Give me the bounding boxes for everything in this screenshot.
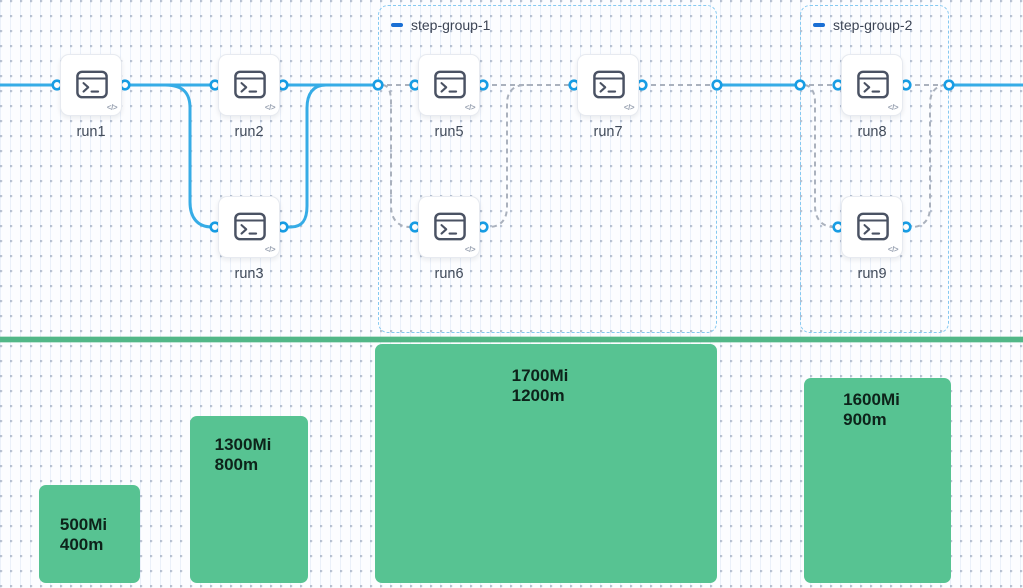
node-run3[interactable]: </> bbox=[218, 196, 280, 258]
code-badge-icon: </> bbox=[464, 103, 476, 112]
terminal-icon bbox=[593, 70, 625, 99]
node-label-run2: run2 bbox=[234, 124, 264, 140]
resource-bar-label: 1300Mi 800m bbox=[215, 435, 272, 474]
terminal-icon bbox=[76, 70, 108, 99]
memory-value: 1700Mi bbox=[511, 366, 569, 385]
step-group-2-header: step-group-2 bbox=[813, 17, 912, 33]
node-run5[interactable]: </> bbox=[418, 54, 480, 116]
code-badge-icon: </> bbox=[464, 245, 476, 254]
node-run6[interactable]: </> bbox=[418, 196, 480, 258]
collapse-dash-icon[interactable] bbox=[813, 23, 825, 27]
node-label-run5: run5 bbox=[434, 124, 464, 140]
resource-bar-4: 1600Mi 900m bbox=[804, 378, 951, 583]
node-run7[interactable]: </> bbox=[577, 54, 639, 116]
node-label-run6: run6 bbox=[434, 266, 464, 282]
resource-bar-label: 1700Mi 1200m bbox=[512, 366, 569, 405]
memory-value: 1600Mi bbox=[843, 390, 900, 409]
edge-run9-group2out bbox=[906, 84, 948, 228]
port-group2-in[interactable] bbox=[794, 79, 806, 91]
terminal-icon bbox=[857, 212, 889, 241]
memory-value: 1300Mi bbox=[214, 435, 272, 454]
edge-group2in-run9 bbox=[804, 84, 838, 228]
step-group-label: step-group-2 bbox=[833, 17, 913, 33]
resource-bar-1: 500Mi 400m bbox=[39, 485, 140, 583]
cpu-value: 400m bbox=[59, 534, 104, 554]
port-group2-out[interactable] bbox=[943, 79, 955, 91]
edge-run3-group1 bbox=[281, 83, 350, 229]
step-group-1-container[interactable]: step-group-1 bbox=[378, 5, 717, 333]
node-label-run1: run1 bbox=[76, 124, 106, 140]
node-run8[interactable]: </> bbox=[841, 54, 903, 116]
resource-divider-line bbox=[0, 337, 1023, 342]
terminal-icon bbox=[434, 70, 466, 99]
code-badge-icon: </> bbox=[264, 245, 276, 254]
resource-bar-label: 1600Mi 900m bbox=[843, 390, 900, 429]
terminal-icon bbox=[434, 212, 466, 241]
resource-bar-3: 1700Mi 1200m bbox=[375, 344, 717, 583]
port-group1-out[interactable] bbox=[711, 79, 723, 91]
collapse-dash-icon[interactable] bbox=[391, 23, 403, 27]
node-run1[interactable]: </> bbox=[60, 54, 122, 116]
resource-bar-label: 500Mi 400m bbox=[60, 515, 107, 554]
node-label-run9: run9 bbox=[857, 266, 887, 282]
terminal-icon bbox=[234, 70, 266, 99]
node-label-run7: run7 bbox=[593, 124, 623, 140]
step-group-label: step-group-1 bbox=[411, 17, 491, 33]
terminal-icon bbox=[234, 212, 266, 241]
node-run9[interactable]: </> bbox=[841, 196, 903, 258]
memory-value: 500Mi bbox=[59, 515, 108, 534]
edges-layer bbox=[0, 79, 1023, 233]
code-badge-icon: </> bbox=[264, 103, 276, 112]
edge-group1in-run6 bbox=[382, 84, 415, 228]
node-label-run8: run8 bbox=[857, 124, 887, 140]
edge-run1-run3 bbox=[163, 83, 214, 229]
cpu-value: 900m bbox=[843, 409, 887, 429]
cpu-value: 800m bbox=[214, 454, 259, 474]
step-group-2-container[interactable]: step-group-2 bbox=[800, 5, 949, 333]
edge-run6-run7 bbox=[483, 84, 531, 228]
code-badge-icon: </> bbox=[887, 103, 899, 112]
resource-bar-2: 1300Mi 800m bbox=[190, 416, 308, 583]
node-label-run3: run3 bbox=[234, 266, 264, 282]
node-run2[interactable]: </> bbox=[218, 54, 280, 116]
port-group1-in[interactable] bbox=[372, 79, 384, 91]
code-badge-icon: </> bbox=[623, 103, 635, 112]
code-badge-icon: </> bbox=[106, 103, 118, 112]
terminal-icon bbox=[857, 70, 889, 99]
step-group-1-header: step-group-1 bbox=[391, 17, 490, 33]
cpu-value: 1200m bbox=[511, 385, 565, 405]
code-badge-icon: </> bbox=[887, 245, 899, 254]
